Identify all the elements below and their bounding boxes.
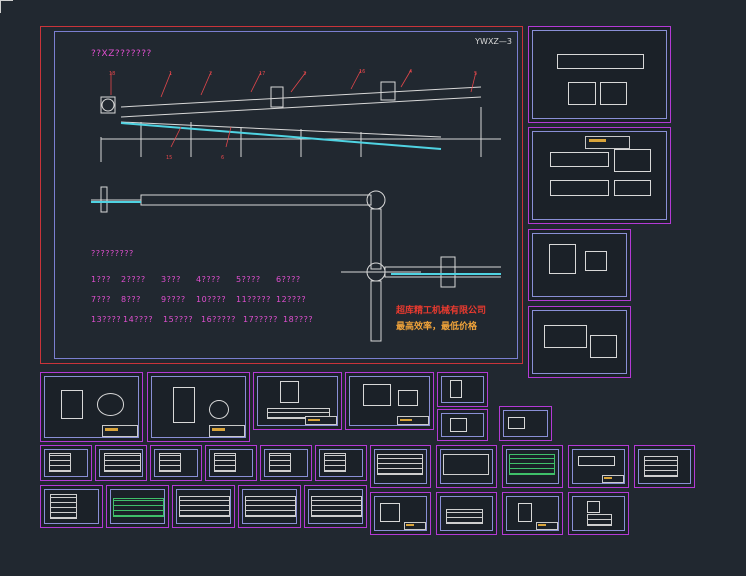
crosshair-cursor-icon [0,0,13,13]
drawing-sheet-thumbnail[interactable] [528,306,631,378]
company-slogan-stamp: 最高效率，最低价格 [396,322,478,332]
drawing-sheet-thumbnail[interactable] [40,445,92,481]
drawing-sheet-thumbnail[interactable] [436,492,497,535]
part-label: 18???? [283,315,314,324]
parts-list: 1??? 2???? 3??? 4???? 5???? 6???? 7??? 8… [91,275,341,335]
callout-number: 4 [409,69,412,75]
drawing-sheet-thumbnail[interactable] [260,445,312,481]
drawing-sheet-thumbnail[interactable] [437,409,488,441]
drawing-sheet-thumbnail[interactable] [528,127,671,224]
drawing-sheet-thumbnail[interactable] [95,445,147,481]
drawing-sheet-thumbnail[interactable] [40,372,143,442]
part-label: 16????? [201,315,236,324]
drawing-sheet-thumbnail[interactable] [205,445,257,481]
part-label: 9???? [161,295,186,304]
parts-row: 1??? 2???? 3??? 4???? 5???? 6???? [91,275,341,295]
drawing-sheet-thumbnail[interactable] [502,492,563,535]
part-label: 6???? [276,275,301,284]
part-label: 3??? [161,275,181,284]
drawing-sheet-thumbnail[interactable] [253,372,342,430]
part-label: 10???? [196,295,227,304]
callout-number: 5 [474,71,477,77]
drawing-sheet-thumbnail[interactable] [568,445,629,488]
drawing-sheet-thumbnail[interactable] [634,445,695,488]
callout-number: 17 [259,71,265,77]
callout-number: 1 [169,71,172,77]
parts-list-heading: ????????? [91,249,134,258]
part-label: 11????? [236,295,271,304]
drawing-sheet-thumbnail[interactable] [370,492,431,535]
drawing-sheet-thumbnail[interactable] [172,485,235,528]
drawing-sheet-thumbnail[interactable] [528,229,631,301]
drawing-sheet-thumbnail[interactable] [304,485,367,528]
part-label: 12???? [276,295,307,304]
main-drawing-frame [54,31,518,359]
drawing-sheet-thumbnail[interactable] [502,445,563,488]
part-label: 7??? [91,295,111,304]
part-label: 2???? [121,275,146,284]
part-label: 17????? [243,315,278,324]
drawing-sheet-thumbnail[interactable] [568,492,629,535]
callout-number: 15 [166,155,172,161]
callout-number: 6 [221,155,224,161]
callout-number: 18 [109,71,115,77]
drawing-sheet-thumbnail[interactable] [315,445,367,481]
parts-row: 7??? 8??? 9???? 10???? 11????? 12???? [91,295,341,315]
part-label: 1??? [91,275,111,284]
drawing-title: ??XZ??????? [91,49,152,59]
drawing-sheet-thumbnail[interactable] [40,485,103,528]
part-label: 14???? [123,315,154,324]
conveyor-plan-view [91,186,501,342]
drawing-sheet-thumbnail[interactable] [150,445,202,481]
drawing-sheet-thumbnail[interactable] [345,372,434,430]
drawing-sheet-thumbnail[interactable] [436,445,497,488]
drawing-sheet-thumbnail[interactable] [499,406,552,441]
callout-number: 3 [303,71,306,77]
drawing-sheet-thumbnail[interactable] [528,26,671,123]
drawing-sheet-thumbnail[interactable] [106,485,169,528]
parts-row: 13???? 14???? 15???? 16????? 17????? 18?… [91,315,341,335]
drawing-code: YWXZ—3 [475,37,512,46]
callout-number: 2 [209,71,212,77]
part-label: 5???? [236,275,261,284]
part-label: 4???? [196,275,221,284]
drawing-sheet-thumbnail[interactable] [370,445,431,488]
part-label: 15???? [163,315,194,324]
drawing-sheet-thumbnail[interactable] [238,485,301,528]
part-label: 13???? [91,315,122,324]
drawing-sheet-thumbnail[interactable] [147,372,250,442]
part-label: 8??? [121,295,141,304]
callout-number: 16 [359,69,365,75]
drawing-sheet-thumbnail[interactable] [437,372,488,407]
conveyor-side-elevation: 18 1 2 17 3 16 4 5 15 6 [100,69,501,162]
company-name-stamp: 超库精工机械有限公司 [396,306,487,316]
